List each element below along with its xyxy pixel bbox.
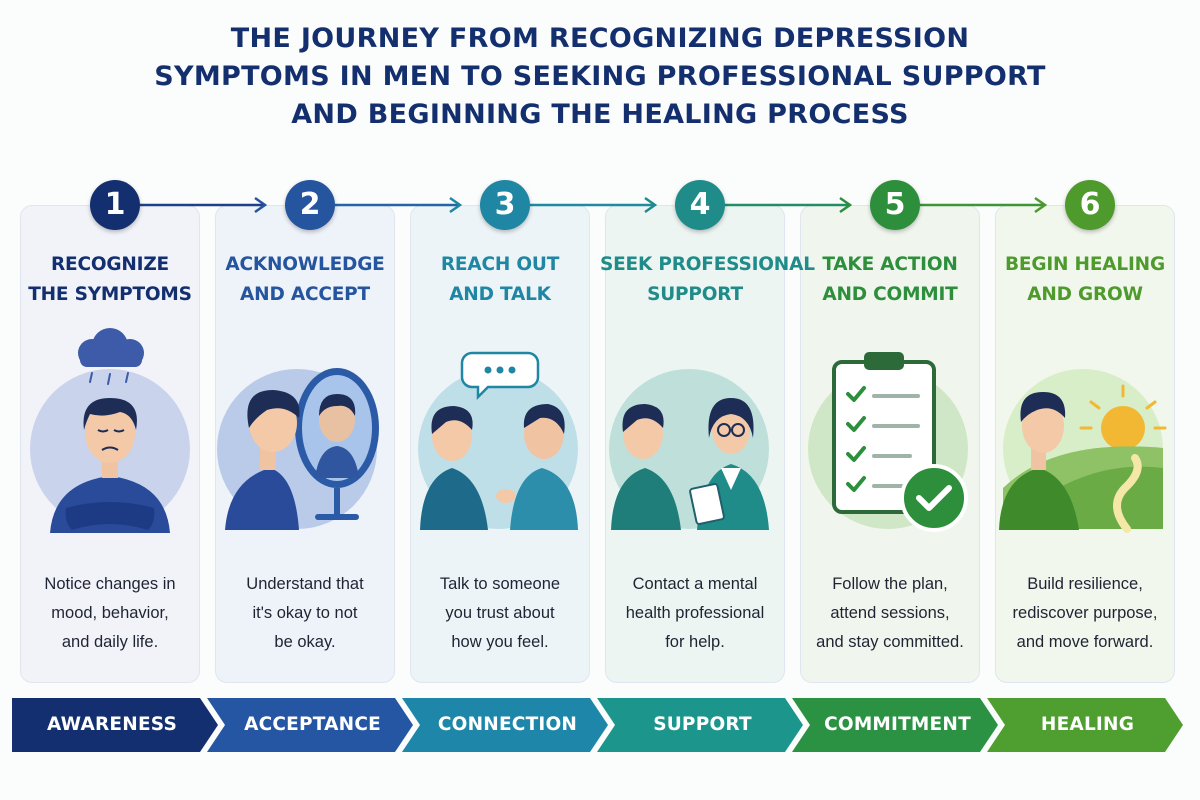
therapist-session-icon [609,369,769,530]
step-description-1-line-1: Notice changes in [44,575,176,593]
step-heading-3: REACH OUT AND TALK [405,250,595,310]
step-heading-1-line-2: THE SYMPTOMS [28,284,192,305]
step-heading-6: BEGIN HEALING AND GROW [990,250,1180,310]
step-heading-1-line-1: RECOGNIZE [51,254,169,275]
phase-chevron-5 [792,698,998,752]
title-line-1: THE JOURNEY FROM RECOGNIZING DEPRESSION [230,23,970,54]
step-number-3: 3 [480,180,530,230]
depressed-man-icon [30,328,190,533]
phase-label-2: ACCEPTANCE [244,714,381,735]
step-heading-4-line-2: SUPPORT [647,284,743,305]
step-description-4-line-2: health professional [625,604,765,622]
phase-label-6: HEALING [1040,714,1135,735]
step-heading-3-line-2: AND TALK [449,284,551,305]
step-description-3-line-2: you trust about [445,604,555,622]
step-description-3-line-3: how you feel. [451,633,549,651]
step-description-5: Follow the plan, attend sessions, and st… [800,570,980,657]
step-heading-4-line-1: SEEK PROFESSIONAL [600,254,815,275]
phase-chevron-6 [987,698,1183,752]
step-description-6-line-1: Build resilience, [1027,575,1143,593]
step-description-5-line-3: and stay committed. [816,633,964,651]
phase-chevron-bar [12,698,1183,752]
step-heading-6-line-2: AND GROW [1027,284,1143,305]
step-number-4: 4 [675,180,725,230]
step-heading-5: TAKE ACTION AND COMMIT [795,250,985,310]
step-description-5-line-2: attend sessions, [830,604,950,622]
step-description-2-line-2: it's okay to not [252,604,358,622]
step-description-4-line-3: for help. [665,633,725,651]
step-description-5-line-1: Follow the plan, [832,575,948,593]
step-number-5: 5 [870,180,920,230]
title-line-2: SYMPTOMS IN MEN TO SEEKING PROFESSIONAL … [154,61,1046,92]
step-heading-5-line-1: TAKE ACTION [822,254,958,275]
step-description-6: Build resilience, rediscover purpose, an… [995,570,1175,657]
step-description-2-line-1: Understand that [246,575,364,593]
step-description-3: Talk to someone you trust about how you … [410,570,590,657]
phase-label-3: CONNECTION [437,714,578,735]
step-heading-2: ACKNOWLEDGE AND ACCEPT [210,250,400,310]
sunrise-path-icon [999,369,1167,533]
step-description-2: Understand that it's okay to not be okay… [215,570,395,657]
title-line-3: AND BEGINNING THE HEALING PROCESS [291,99,909,130]
step-description-6-line-3: and move forward. [1016,633,1154,651]
phase-chevron-2 [207,698,413,752]
step-number-6: 6 [1065,180,1115,230]
step-connector-arrows [140,196,1048,214]
step-description-1-line-3: and daily life. [61,633,159,651]
phase-label-5: COMMITMENT [824,714,971,735]
phase-chevron-3 [402,698,608,752]
mirror-reflection-icon [217,368,379,530]
phase-label-1: AWARENESS [47,714,177,735]
step-heading-4: SEEK PROFESSIONAL SUPPORT [600,250,815,310]
step-description-1-line-2: mood, behavior, [51,604,169,622]
step-description-4: Contact a mental health professional for… [605,570,785,657]
conversation-icon [418,351,578,530]
step-description-4-line-1: Contact a mental [632,575,758,593]
step-description-1: Notice changes in mood, behavior, and da… [20,570,200,657]
step-description-6-line-2: rediscover purpose, [1012,604,1158,622]
step-number-2: 2 [285,180,335,230]
step-description-3-line-1: Talk to someone [439,575,561,593]
phase-chevron-4 [597,698,803,752]
phase-label-4: SUPPORT [653,714,752,735]
step-number-1: 1 [90,180,140,230]
step-heading-5-line-2: AND COMMIT [822,284,958,305]
step-heading-2-line-1: ACKNOWLEDGE [225,254,385,275]
step-heading-1: RECOGNIZE THE SYMPTOMS [15,250,205,310]
checklist-icon [808,352,968,532]
step-heading-6-line-1: BEGIN HEALING [1005,254,1165,275]
step-heading-3-line-1: REACH OUT [440,254,560,275]
step-heading-2-line-2: AND ACCEPT [240,284,370,305]
page-title: THE JOURNEY FROM RECOGNIZING DEPRESSION … [0,20,1200,134]
phase-chevron-1 [12,698,218,752]
step-description-2-line-3: be okay. [274,633,336,651]
